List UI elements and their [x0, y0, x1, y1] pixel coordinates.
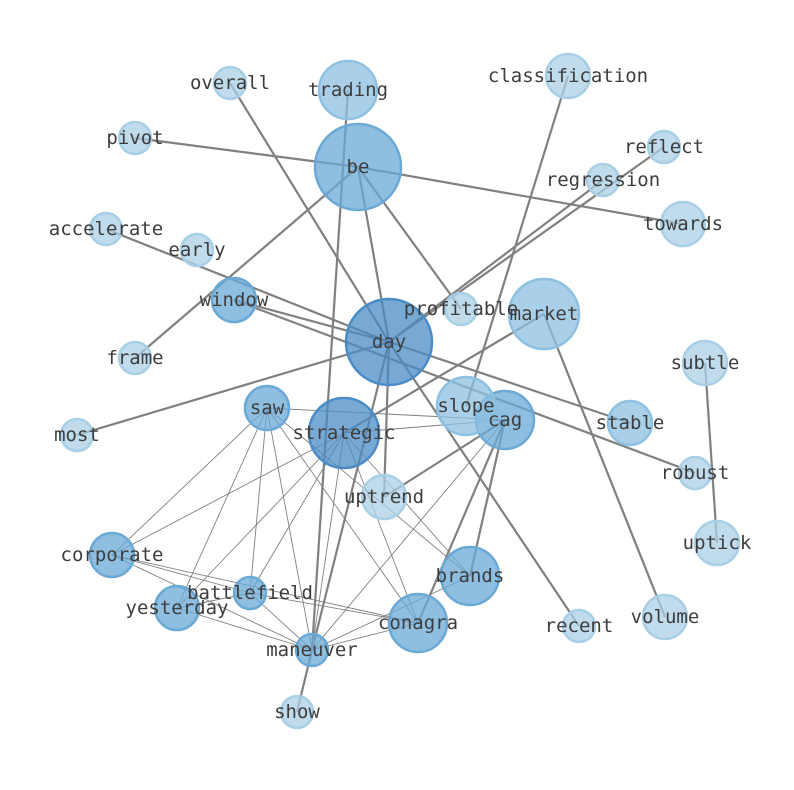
node-label-maneuver: maneuver	[266, 639, 358, 661]
edge-day-recent	[388, 341, 580, 627]
node-pivot	[117, 120, 153, 156]
node-corporate	[88, 531, 136, 579]
node-frame	[117, 340, 153, 376]
edge-cag-conagra	[416, 419, 507, 624]
node-label-slope: slope	[437, 395, 494, 417]
edge-corporate-maneuver	[111, 554, 313, 651]
node-overall	[212, 65, 248, 101]
node-label-towards: towards	[643, 213, 723, 235]
node-slope	[435, 375, 497, 437]
node-label-profitable: profitable	[404, 298, 518, 320]
node-brands	[439, 545, 501, 607]
node-show	[279, 694, 315, 730]
node-day	[344, 297, 434, 387]
node-label-conagra: conagra	[378, 612, 458, 634]
node-trading	[317, 59, 379, 121]
node-uptrend	[360, 473, 408, 521]
node-robust	[677, 455, 713, 491]
node-accelerate	[88, 211, 124, 247]
node-recent	[561, 608, 597, 644]
edge-day-most	[76, 340, 390, 437]
node-label-most: most	[54, 424, 100, 446]
node-label-frame: frame	[106, 347, 163, 369]
node-label-stable: stable	[596, 412, 665, 434]
node-label-regression: regression	[546, 169, 660, 191]
node-label-battlefield: battlefield	[187, 582, 313, 604]
node-battlefield	[232, 575, 268, 611]
node-yesterday	[153, 584, 201, 632]
node-label-cag: cag	[488, 409, 522, 431]
node-towards	[659, 200, 707, 248]
node-label-reflect: reflect	[624, 136, 704, 158]
node-label-window: window	[200, 289, 269, 311]
node-label-be: be	[347, 156, 370, 178]
edge-strategic-corporate	[111, 432, 345, 556]
edge-strategic-maneuver	[311, 432, 345, 651]
edge-market-volume	[542, 313, 667, 618]
node-label-classification: classification	[488, 65, 648, 87]
edge-classification-slope	[464, 75, 570, 407]
node-label-uptrend: uptrend	[344, 486, 424, 508]
node-label-robust: robust	[661, 462, 730, 484]
node-subtle	[681, 339, 729, 387]
node-saw	[243, 384, 291, 432]
edge-corporate-battlefield	[111, 554, 251, 594]
node-label-market: market	[510, 303, 579, 325]
node-label-volume: volume	[631, 606, 700, 628]
node-profitable	[443, 291, 479, 327]
edge-saw-yesterday	[176, 407, 268, 609]
node-label-day: day	[372, 331, 406, 353]
node-label-corporate: corporate	[61, 544, 164, 566]
edge-subtle-uptick	[703, 362, 719, 544]
node-label-saw: saw	[250, 397, 285, 419]
edge-day-regression	[388, 179, 604, 343]
node-label-recent: recent	[545, 615, 614, 637]
node-label-subtle: subtle	[671, 352, 740, 374]
node-label-overall: overall	[190, 72, 270, 94]
node-label-show: show	[274, 701, 320, 723]
edge-saw-corporate	[111, 407, 268, 556]
node-label-uptick: uptick	[683, 532, 752, 554]
node-uptick	[693, 519, 741, 567]
node-conagra	[387, 592, 449, 654]
edge-strategic-yesterday	[176, 432, 345, 609]
node-label-brands: brands	[436, 565, 505, 587]
node-regression	[585, 162, 621, 198]
node-volume	[641, 593, 689, 641]
node-stable	[606, 399, 654, 447]
node-layer: day be market strategic brands conagra cagslop…	[49, 52, 752, 730]
node-window	[210, 276, 258, 324]
edge-be-towards	[357, 165, 684, 226]
node-label-accelerate: accelerate	[49, 218, 163, 240]
node-classification	[544, 52, 592, 100]
edge-saw-maneuver	[266, 407, 313, 651]
node-early	[179, 232, 215, 268]
node-most	[59, 417, 95, 453]
edge-maneuver-cag	[311, 419, 506, 651]
edge-saw-battlefield	[249, 407, 268, 594]
node-maneuver	[294, 632, 330, 668]
edge-yesterday-maneuver	[176, 607, 313, 651]
node-label-trading: trading	[308, 79, 388, 101]
edge-be-frame	[134, 166, 359, 359]
edge-day-maneuver	[310, 341, 391, 651]
node-label-early: early	[168, 239, 225, 261]
node-label-pivot: pivot	[106, 127, 163, 149]
node-label-yesterday: yesterday	[126, 597, 229, 619]
node-be	[313, 122, 403, 212]
edge-saw-conagra	[266, 407, 419, 624]
node-label-strategic: strategic	[293, 422, 396, 444]
node-market	[507, 277, 581, 351]
node-strategic	[307, 396, 381, 470]
edge-day-overall	[229, 82, 390, 343]
node-reflect	[646, 129, 682, 165]
